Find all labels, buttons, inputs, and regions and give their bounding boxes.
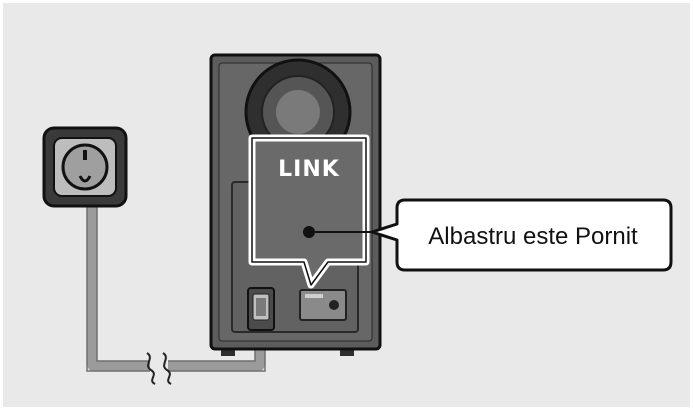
cable-break-icon: [146, 352, 172, 385]
zoom-panel: LINK: [248, 134, 403, 289]
speaker-foot-left: [221, 348, 235, 356]
speaker-foot-right: [340, 348, 354, 356]
link-indicator-icon: [303, 226, 315, 238]
link-button-dot: [329, 300, 339, 310]
callout-text: Albastru este Pornit: [428, 223, 638, 250]
callout: Albastru este Pornit: [370, 198, 673, 272]
link-label: LINK: [278, 157, 340, 182]
wall-outlet-icon: [42, 126, 128, 208]
power-plug-icon: [247, 287, 275, 331]
subwoofer: [209, 53, 382, 351]
